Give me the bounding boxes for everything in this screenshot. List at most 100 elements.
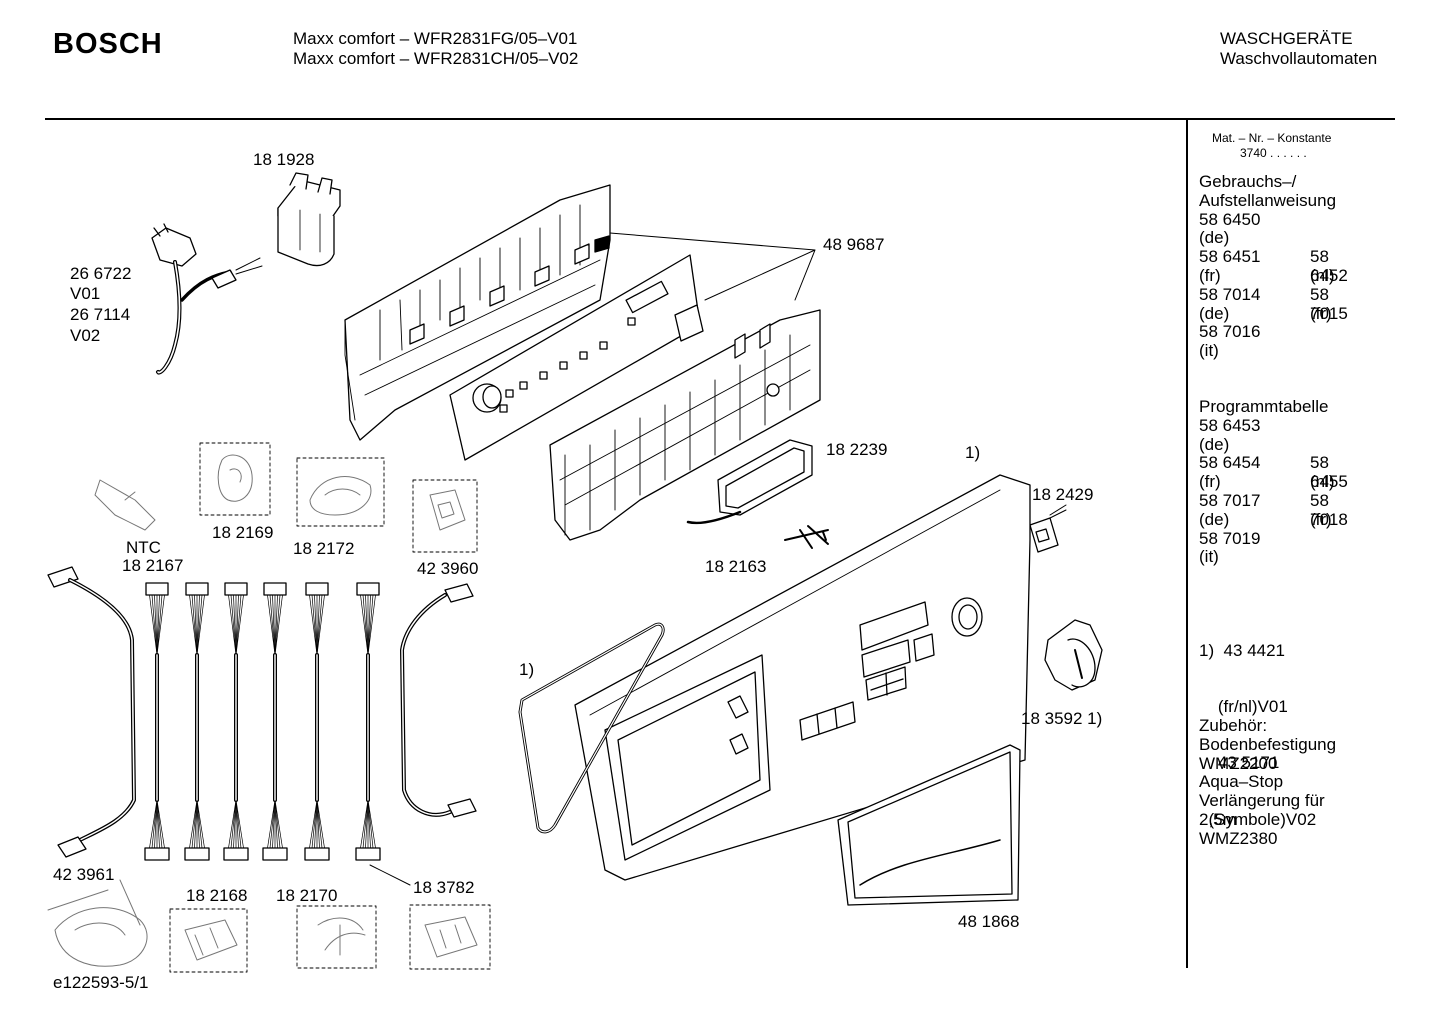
category-line-2: Waschvollautomaten	[1220, 49, 1378, 68]
harness-2	[184, 582, 210, 861]
cell: Aqua–Stop	[1199, 772, 1284, 792]
cell: Verlängerung für	[1199, 791, 1325, 811]
harness-3	[223, 582, 249, 861]
inset-sketches	[47, 454, 478, 967]
note-marker-top: 1)	[965, 443, 981, 462]
cell: (fr)	[1310, 509, 1332, 529]
control-panel-fascia	[574, 474, 1031, 881]
sidebar-row: 2,5m	[1199, 809, 1336, 830]
control-pcb	[449, 254, 704, 461]
cell: 58 7018	[1310, 490, 1348, 529]
leader-lines	[369, 504, 1067, 886]
cell: (de)	[1199, 434, 1230, 454]
exploded-view-drawing	[47, 172, 1103, 973]
inset-182172	[296, 457, 385, 527]
sidebar-block-accessories: Zubehör: Bodenbefestigung WMZ2200 Aqua–S…	[1199, 716, 1337, 849]
part-label-266722: 26 6722	[70, 264, 132, 283]
cell: (it)	[1199, 341, 1219, 361]
part-label-182167: 18 2167	[122, 556, 184, 575]
cell: 58 6452	[1310, 247, 1348, 285]
cell: 58 6453	[1199, 415, 1261, 435]
sidebar-row: Programmtabelle	[1199, 397, 1329, 417]
cable-harness-group	[144, 582, 381, 861]
cell: WMZ2200	[1199, 753, 1278, 773]
cell: WMZ2380	[1199, 828, 1278, 848]
part-label-182168: 18 2168	[186, 886, 248, 905]
part-label-181928: 18 1928	[253, 150, 315, 169]
brand-logo: BOSCH	[53, 28, 163, 60]
sidebar-row: (de)(fr)	[1199, 303, 1336, 324]
sidebar-row: 58 6450	[1199, 209, 1336, 230]
sidebar-row: (fr)(nl)	[1199, 472, 1335, 492]
variant-label-v02: V02	[70, 326, 101, 345]
mat-value: 3740 . . . . . .	[1240, 146, 1307, 160]
sidebar-row: Verlängerung für	[1199, 791, 1336, 811]
leader-489687	[609, 232, 816, 301]
sidebar-row: (fr) (nl)	[1199, 265, 1336, 286]
cell: 58 7015	[1310, 284, 1348, 323]
part-label-182163: 18 2163	[705, 557, 767, 576]
cell: (fr)	[1310, 303, 1332, 323]
sidebar-row: 58 7014 58 7015	[1199, 284, 1348, 322]
mat-number-block: Mat. – Nr. – Konstante 3740 . . . . . .	[1212, 131, 1331, 161]
sidebar-row: (it)	[1199, 341, 1336, 361]
wire-harness-423960	[400, 583, 477, 818]
cell: (Symbole)V02	[1199, 809, 1317, 829]
sidebar-divider	[1186, 118, 1188, 968]
program-knob	[1044, 619, 1103, 691]
part-label-182169: 18 2169	[212, 523, 274, 542]
sidebar-row: Aufstellanweisung	[1199, 191, 1336, 211]
cell: (nl)	[1310, 265, 1335, 285]
cell: 58 7014	[1199, 284, 1261, 304]
sidebar-row: 58 6454 58 6455	[1199, 453, 1348, 490]
inset-182170	[296, 905, 377, 969]
cell: Programmtabelle	[1199, 397, 1329, 416]
cell: (it)	[1199, 547, 1219, 567]
sidebar-row: 58 6453	[1199, 415, 1328, 436]
model-line-2: Maxx comfort – WFR2831CH/05–V02	[293, 49, 579, 68]
cell: Gebrauchs–/	[1199, 172, 1297, 191]
cell: 58 6450	[1199, 209, 1261, 229]
cell: (fr)	[1199, 265, 1221, 285]
sidebar-row: 1) 43 4421	[1199, 641, 1316, 661]
cell: 58 6451	[1199, 247, 1261, 267]
sidebar-row: 58 6451 58 6452	[1199, 247, 1348, 284]
part-label-489687: 48 9687	[823, 235, 885, 254]
sidebar-row: Zubehör:	[1199, 716, 1336, 736]
cell: (de)	[1199, 509, 1230, 529]
cell: (fr)	[1199, 472, 1221, 492]
cell: 58 7016	[1199, 322, 1261, 342]
sidebar-row: 58 7019	[1199, 529, 1328, 549]
sidebar-row: WMZ2200	[1199, 753, 1336, 774]
sidebar-row: Aqua–Stop	[1199, 772, 1336, 792]
inset-182168	[169, 908, 248, 973]
part-label-423961: 42 3961	[53, 865, 115, 884]
part-label-423960: 42 3960	[417, 559, 479, 578]
cell: 2,5m	[1199, 809, 1237, 829]
sidebar-row: (fr/nl)V01	[1199, 696, 1316, 717]
sidebar-block-manual: Gebrauchs–/ Aufstellanweisung 58 6450 (d…	[1199, 172, 1348, 361]
control-module-lower-frame	[549, 309, 821, 541]
variant-label-v01: V01	[70, 284, 101, 303]
sidebar-row: (de) (fr)	[1199, 509, 1332, 530]
sidebar-row: (de)	[1199, 228, 1336, 248]
cell: Zubehör:	[1199, 716, 1268, 735]
cell: 58 6454	[1199, 453, 1261, 473]
spring-clip	[784, 525, 829, 549]
power-cord	[151, 223, 263, 375]
harness-4	[262, 582, 288, 861]
harness-6	[355, 582, 381, 861]
sidebar-row: (Symbole)V02	[1199, 809, 1317, 830]
cell: 58 6455	[1310, 453, 1348, 492]
cell: Bodenbefestigung	[1199, 734, 1337, 754]
sidebar-row: (de)	[1199, 434, 1328, 455]
sidebar-row: (it)	[1199, 547, 1328, 567]
note-marker-left: 1)	[519, 660, 535, 679]
harness-5	[304, 582, 330, 861]
cell: (fr/nl)V01	[1199, 696, 1288, 716]
part-label-267114: 26 7114	[70, 305, 131, 324]
sidebar-row: 43 5171	[1199, 753, 1316, 773]
panel-seal	[518, 622, 665, 834]
